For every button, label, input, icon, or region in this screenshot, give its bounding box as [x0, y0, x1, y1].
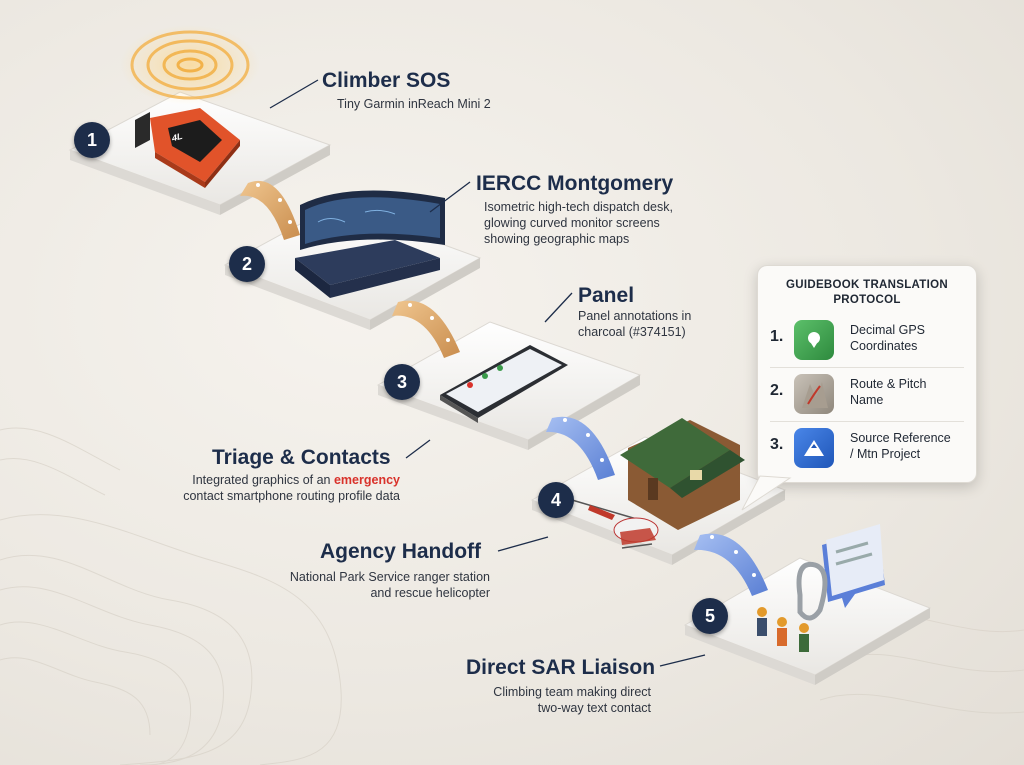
smartphone-icon: [440, 345, 568, 423]
step-4-badge: 4: [538, 482, 574, 518]
chat-bubble-icon: [822, 524, 885, 608]
garmin-device-icon: [135, 108, 240, 188]
step-2-title: IERCC Montgomery: [476, 172, 674, 195]
climbing-team-icon: [757, 607, 809, 652]
step-3-desc: Panel annotations in charcoal (#374151): [578, 309, 692, 339]
step-2-badge: 2: [229, 246, 265, 282]
step-4-title: Triage & Contacts: [212, 446, 391, 469]
step-5-badge: 5: [692, 598, 728, 634]
connector-3-4: [546, 416, 615, 480]
step-1-desc: Tiny Garmin inReach Mini 2: [337, 97, 491, 111]
step-4-desc: Integrated graphics of an emergency cont…: [183, 473, 400, 503]
guidebook-protocol-panel: GUIDEBOOK TRANSLATION PROTOCOL 1. Decima…: [757, 265, 977, 483]
connector-1-2: [240, 180, 300, 240]
step-6-desc: Climbing team making direct two-way text…: [493, 685, 651, 715]
ranger-cabin-icon: [620, 418, 745, 530]
mountain-project-icon: [794, 428, 834, 468]
step-1-badge: 1: [74, 122, 110, 158]
rock-route-icon: [794, 374, 834, 414]
step-5-desc: National Park Service ranger station and…: [289, 570, 490, 600]
rescue-helicopter-icon: [571, 499, 659, 549]
step-2-desc: Isometric high-tech dispatch desk, glowi…: [484, 200, 673, 246]
connector-4-5: [694, 533, 768, 596]
signal-waves-icon: [120, 25, 260, 105]
dispatch-desk-icon: [295, 190, 445, 298]
protocol-item-3: 3. Source Reference/ Mtn Project: [758, 424, 976, 472]
step-6-title: Direct SAR Liaison: [466, 656, 656, 679]
panel-title: GUIDEBOOK TRANSLATION PROTOCOL: [786, 279, 948, 306]
step-5-title: Agency Handoff: [320, 540, 482, 563]
step-3-badge: 3: [384, 364, 420, 400]
leader-lines: [269, 79, 706, 667]
step-1-title: Climber SOS: [322, 69, 451, 92]
connector-2-3: [392, 300, 460, 358]
step-3-title: Panel: [578, 284, 635, 307]
carabiner-icon: [796, 561, 828, 621]
gps-icon: [794, 320, 834, 360]
